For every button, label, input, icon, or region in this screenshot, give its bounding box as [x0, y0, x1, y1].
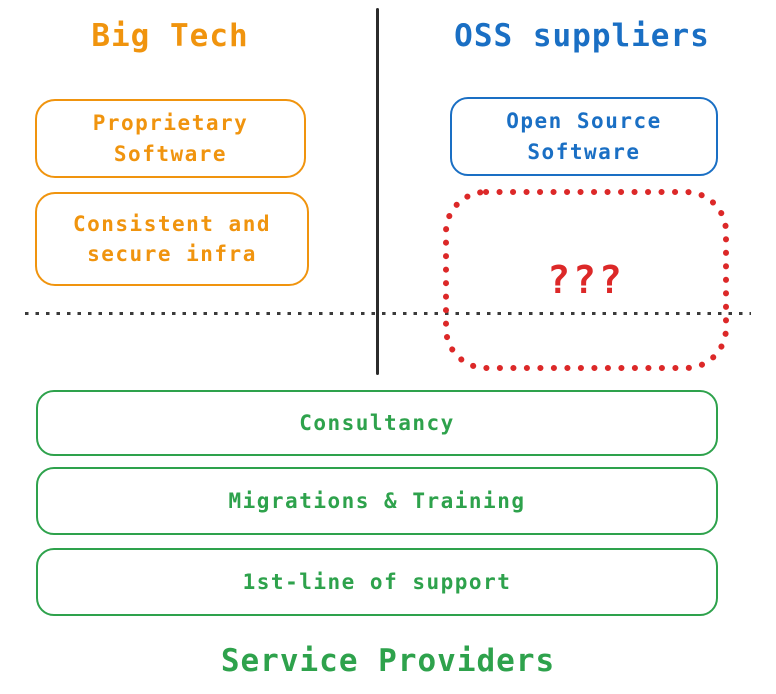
- red-dotted-border: [443, 189, 729, 371]
- big-tech-title: Big Tech: [91, 18, 249, 54]
- first-line-support-box: 1st-line of support: [36, 548, 718, 616]
- oss-suppliers-title: OSS suppliers: [454, 18, 710, 54]
- open-source-software-box: Open Source Software: [450, 97, 718, 176]
- consistent-secure-infra-box: Consistent and secure infra: [35, 192, 309, 286]
- proprietary-software-box: Proprietary Software: [35, 99, 306, 178]
- service-providers-title: Service Providers: [220, 643, 556, 679]
- horizontal-dotted-line: [25, 312, 751, 315]
- unknown-question-marks: ???: [547, 258, 625, 302]
- migrations-training-box: Migrations & Training: [36, 467, 718, 535]
- unknown-box: ???: [440, 186, 732, 374]
- consultancy-box: Consultancy: [36, 390, 718, 456]
- vertical-divider-line: [376, 8, 379, 375]
